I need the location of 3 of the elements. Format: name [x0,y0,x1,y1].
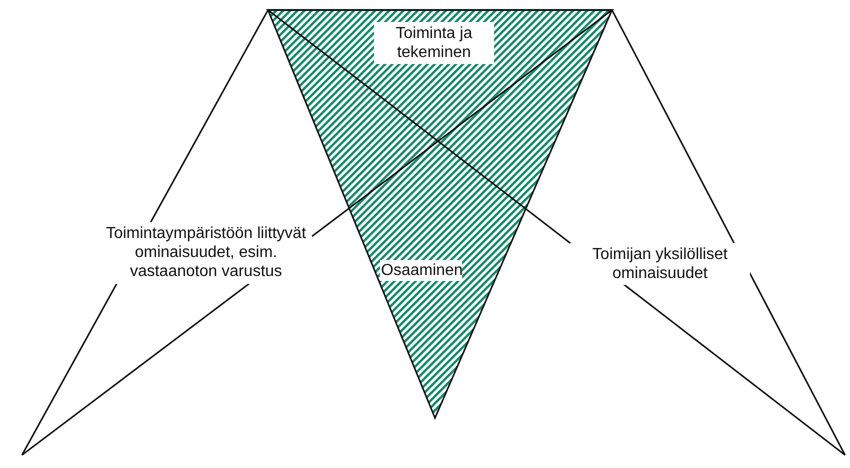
triangle-title: Toiminta ja tekeminen [374,22,494,64]
side-label: Toimijan yksilölliset ominaisuudet [570,243,750,286]
triangle-label: Osaaminen [380,260,462,282]
